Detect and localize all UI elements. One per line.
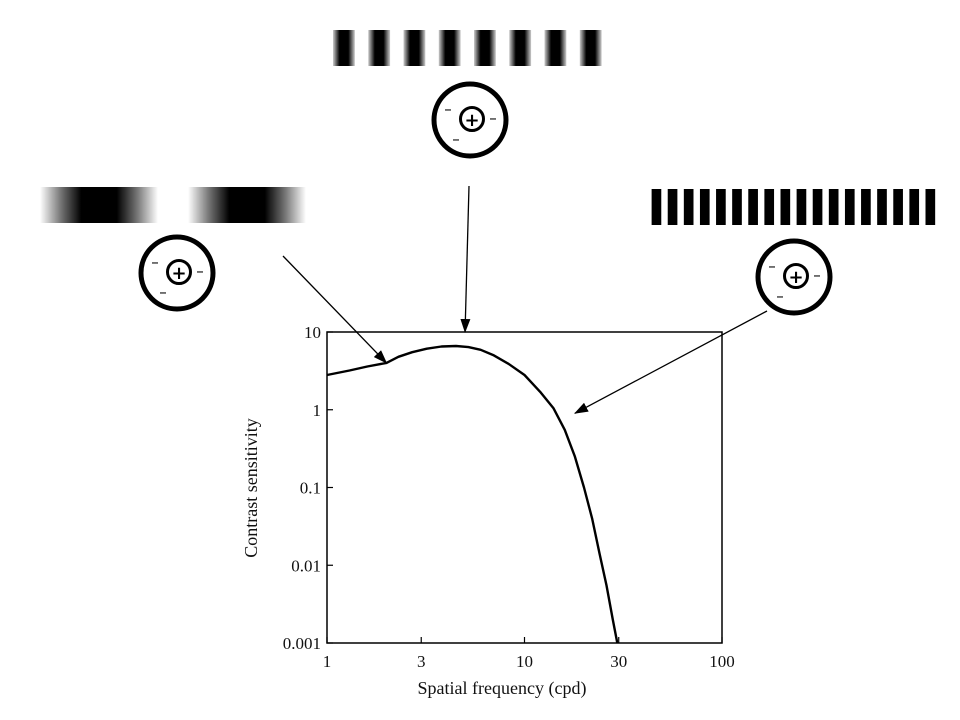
x-axis-label: Spatial frequency (cpd) bbox=[418, 678, 587, 699]
grating-bar bbox=[667, 189, 678, 225]
grating-bar bbox=[877, 189, 887, 225]
x-tick-label: 100 bbox=[709, 652, 735, 671]
grating-bar bbox=[812, 189, 823, 225]
grating-bar bbox=[909, 189, 920, 225]
annotation-arrow bbox=[282, 255, 388, 364]
grating-bar bbox=[40, 187, 158, 223]
grating-bar bbox=[796, 189, 807, 225]
grating-bar bbox=[579, 30, 602, 66]
receptive-field-icon-low: +––– bbox=[138, 234, 216, 312]
grating-bar bbox=[188, 187, 306, 223]
grating-bar bbox=[716, 189, 726, 225]
grating-medium-frequency bbox=[333, 30, 602, 66]
y-tick-label: 0.001 bbox=[283, 634, 321, 653]
grating-bar bbox=[333, 30, 355, 66]
grating-bar bbox=[368, 30, 391, 66]
center-ring bbox=[166, 259, 192, 285]
grating-bar bbox=[732, 189, 742, 225]
x-tick-label: 3 bbox=[417, 652, 426, 671]
surround-sign: – bbox=[444, 100, 452, 118]
grating-bar bbox=[893, 189, 903, 225]
center-ring bbox=[783, 263, 809, 289]
grating-bar bbox=[861, 189, 871, 225]
series-line-contrast-sensitivity bbox=[326, 344, 619, 644]
plot-frame bbox=[326, 331, 723, 644]
grating-bar bbox=[651, 189, 662, 225]
annotation-arrows bbox=[282, 185, 768, 414]
grating-low-frequency bbox=[40, 187, 306, 223]
grating-bar bbox=[438, 30, 461, 66]
y-tick-label: 10 bbox=[304, 323, 321, 342]
receptive-field-icon-high: +––– bbox=[755, 238, 833, 316]
center-sign: + bbox=[464, 110, 479, 131]
y-axis-ticks: 0.001 0.01 0.1 1 10 bbox=[283, 323, 333, 653]
surround-sign: – bbox=[776, 287, 784, 305]
y-tick-label: 0.01 bbox=[291, 556, 321, 575]
receptive-field-icon-mid: +––– bbox=[431, 81, 509, 159]
surround-sign: – bbox=[151, 253, 159, 271]
x-tick-label: 30 bbox=[610, 652, 627, 671]
surround-sign: – bbox=[452, 130, 460, 148]
surround-sign: – bbox=[489, 109, 497, 127]
grating-bar bbox=[764, 189, 775, 225]
surround-sign: – bbox=[196, 262, 204, 280]
grating-bar bbox=[844, 189, 855, 225]
grating-high-frequency bbox=[651, 189, 936, 225]
x-axis-ticks: 1 3 10 30 100 bbox=[323, 637, 735, 671]
surround-sign: – bbox=[159, 283, 167, 301]
grating-bar bbox=[683, 189, 694, 225]
grating-bar bbox=[544, 30, 567, 66]
x-tick-label: 1 bbox=[323, 652, 332, 671]
y-axis-label: Contrast sensitivity bbox=[241, 418, 261, 558]
grating-bar bbox=[828, 189, 839, 225]
grating-bar bbox=[925, 189, 936, 225]
annotation-arrow bbox=[574, 310, 768, 414]
grating-bar bbox=[699, 189, 710, 225]
y-tick-label: 1 bbox=[313, 401, 322, 420]
center-ring bbox=[459, 106, 485, 132]
grating-bar bbox=[509, 30, 532, 66]
grating-bar bbox=[748, 189, 758, 225]
annotation-arrow bbox=[460, 185, 471, 333]
surround-sign: – bbox=[768, 257, 776, 275]
grating-bar bbox=[403, 30, 426, 66]
surround-sign: – bbox=[813, 266, 821, 284]
x-tick-label: 10 bbox=[516, 652, 533, 671]
grating-bar bbox=[474, 30, 496, 66]
y-tick-label: 0.1 bbox=[300, 479, 321, 498]
grating-bar bbox=[780, 189, 791, 225]
center-sign: + bbox=[788, 267, 803, 288]
center-sign: + bbox=[171, 263, 186, 284]
